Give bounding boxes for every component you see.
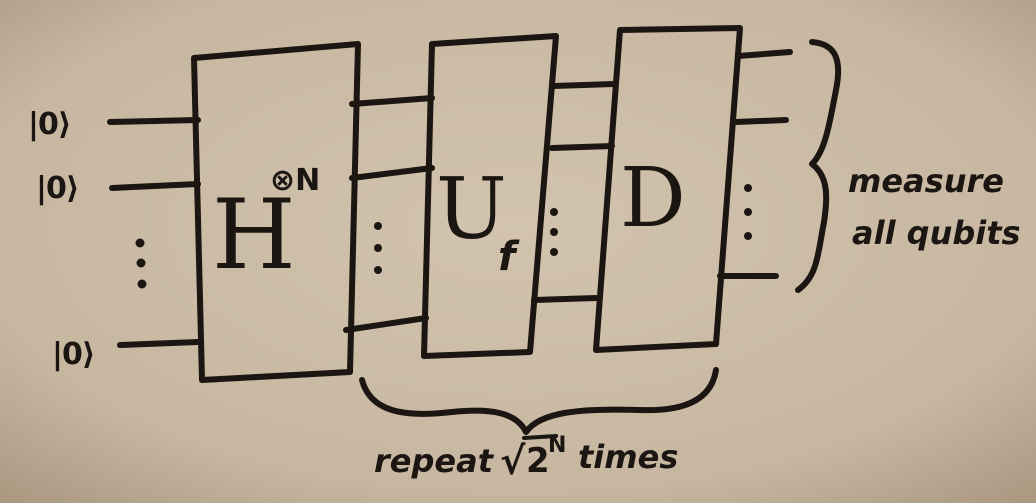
output-wire-1: [735, 49, 793, 59]
input-qubit-n: |0⟩: [52, 337, 96, 372]
repeat-label-suffix: times: [578, 438, 678, 476]
repeat-radical-base: 2: [526, 441, 550, 481]
repeat-radical-exponent: N: [548, 433, 566, 458]
input-ket-n: |0⟩: [52, 337, 95, 372]
input-ket-1: |0⟩: [28, 107, 71, 142]
repeat-brace: [359, 367, 719, 435]
wire-uf-d-2: [549, 143, 615, 151]
hadamard-gate-label: H ⊗N: [212, 163, 320, 291]
wire-h-uf-1: [349, 95, 435, 107]
oracle-gate-base: U: [436, 160, 507, 258]
wire-uf-d-ellipsis: [550, 208, 558, 256]
oracle-gate-box: [421, 33, 559, 359]
diffusion-gate-box: [593, 25, 743, 353]
input-ket-2: |0⟩: [36, 171, 79, 206]
wire-h-uf-ellipsis: [374, 222, 382, 274]
measure-annotation: measure all qubits: [848, 162, 1021, 252]
input-qubit-1: |0⟩: [28, 107, 72, 142]
wire-h-uf-n: [343, 315, 429, 333]
input-qubit-2: |0⟩: [36, 171, 80, 206]
input-wire-2: [109, 181, 201, 191]
hadamard-gate-exponent: ⊗N: [270, 163, 320, 198]
repeat-annotation: repeat √ 2 N times: [374, 433, 678, 483]
measure-label-line-1: measure: [848, 162, 1004, 200]
repeat-label-prefix: repeat: [374, 442, 495, 480]
wire-h-uf-2: [349, 165, 435, 181]
measure-brace: [795, 39, 842, 293]
output-ellipsis: [744, 184, 752, 240]
wire-uf-d-n: [531, 295, 599, 303]
repeat-radical-bar: [522, 434, 558, 440]
hadamard-gate-base: H: [212, 179, 296, 291]
output-wire-2: [733, 117, 789, 125]
hadamard-gate-box: [191, 41, 361, 383]
input-wire-1: [107, 117, 201, 125]
input-ellipsis: [135, 238, 147, 289]
oracle-gate-subscript: f: [498, 234, 520, 280]
oracle-gate-label: U f: [436, 160, 520, 280]
measure-label-line-2: all qubits: [852, 214, 1021, 252]
wire-uf-d-1: [551, 81, 617, 89]
repeat-radical-sign: √: [500, 439, 526, 483]
input-wire-n: [117, 339, 201, 348]
diffusion-gate-label: D: [620, 151, 686, 246]
